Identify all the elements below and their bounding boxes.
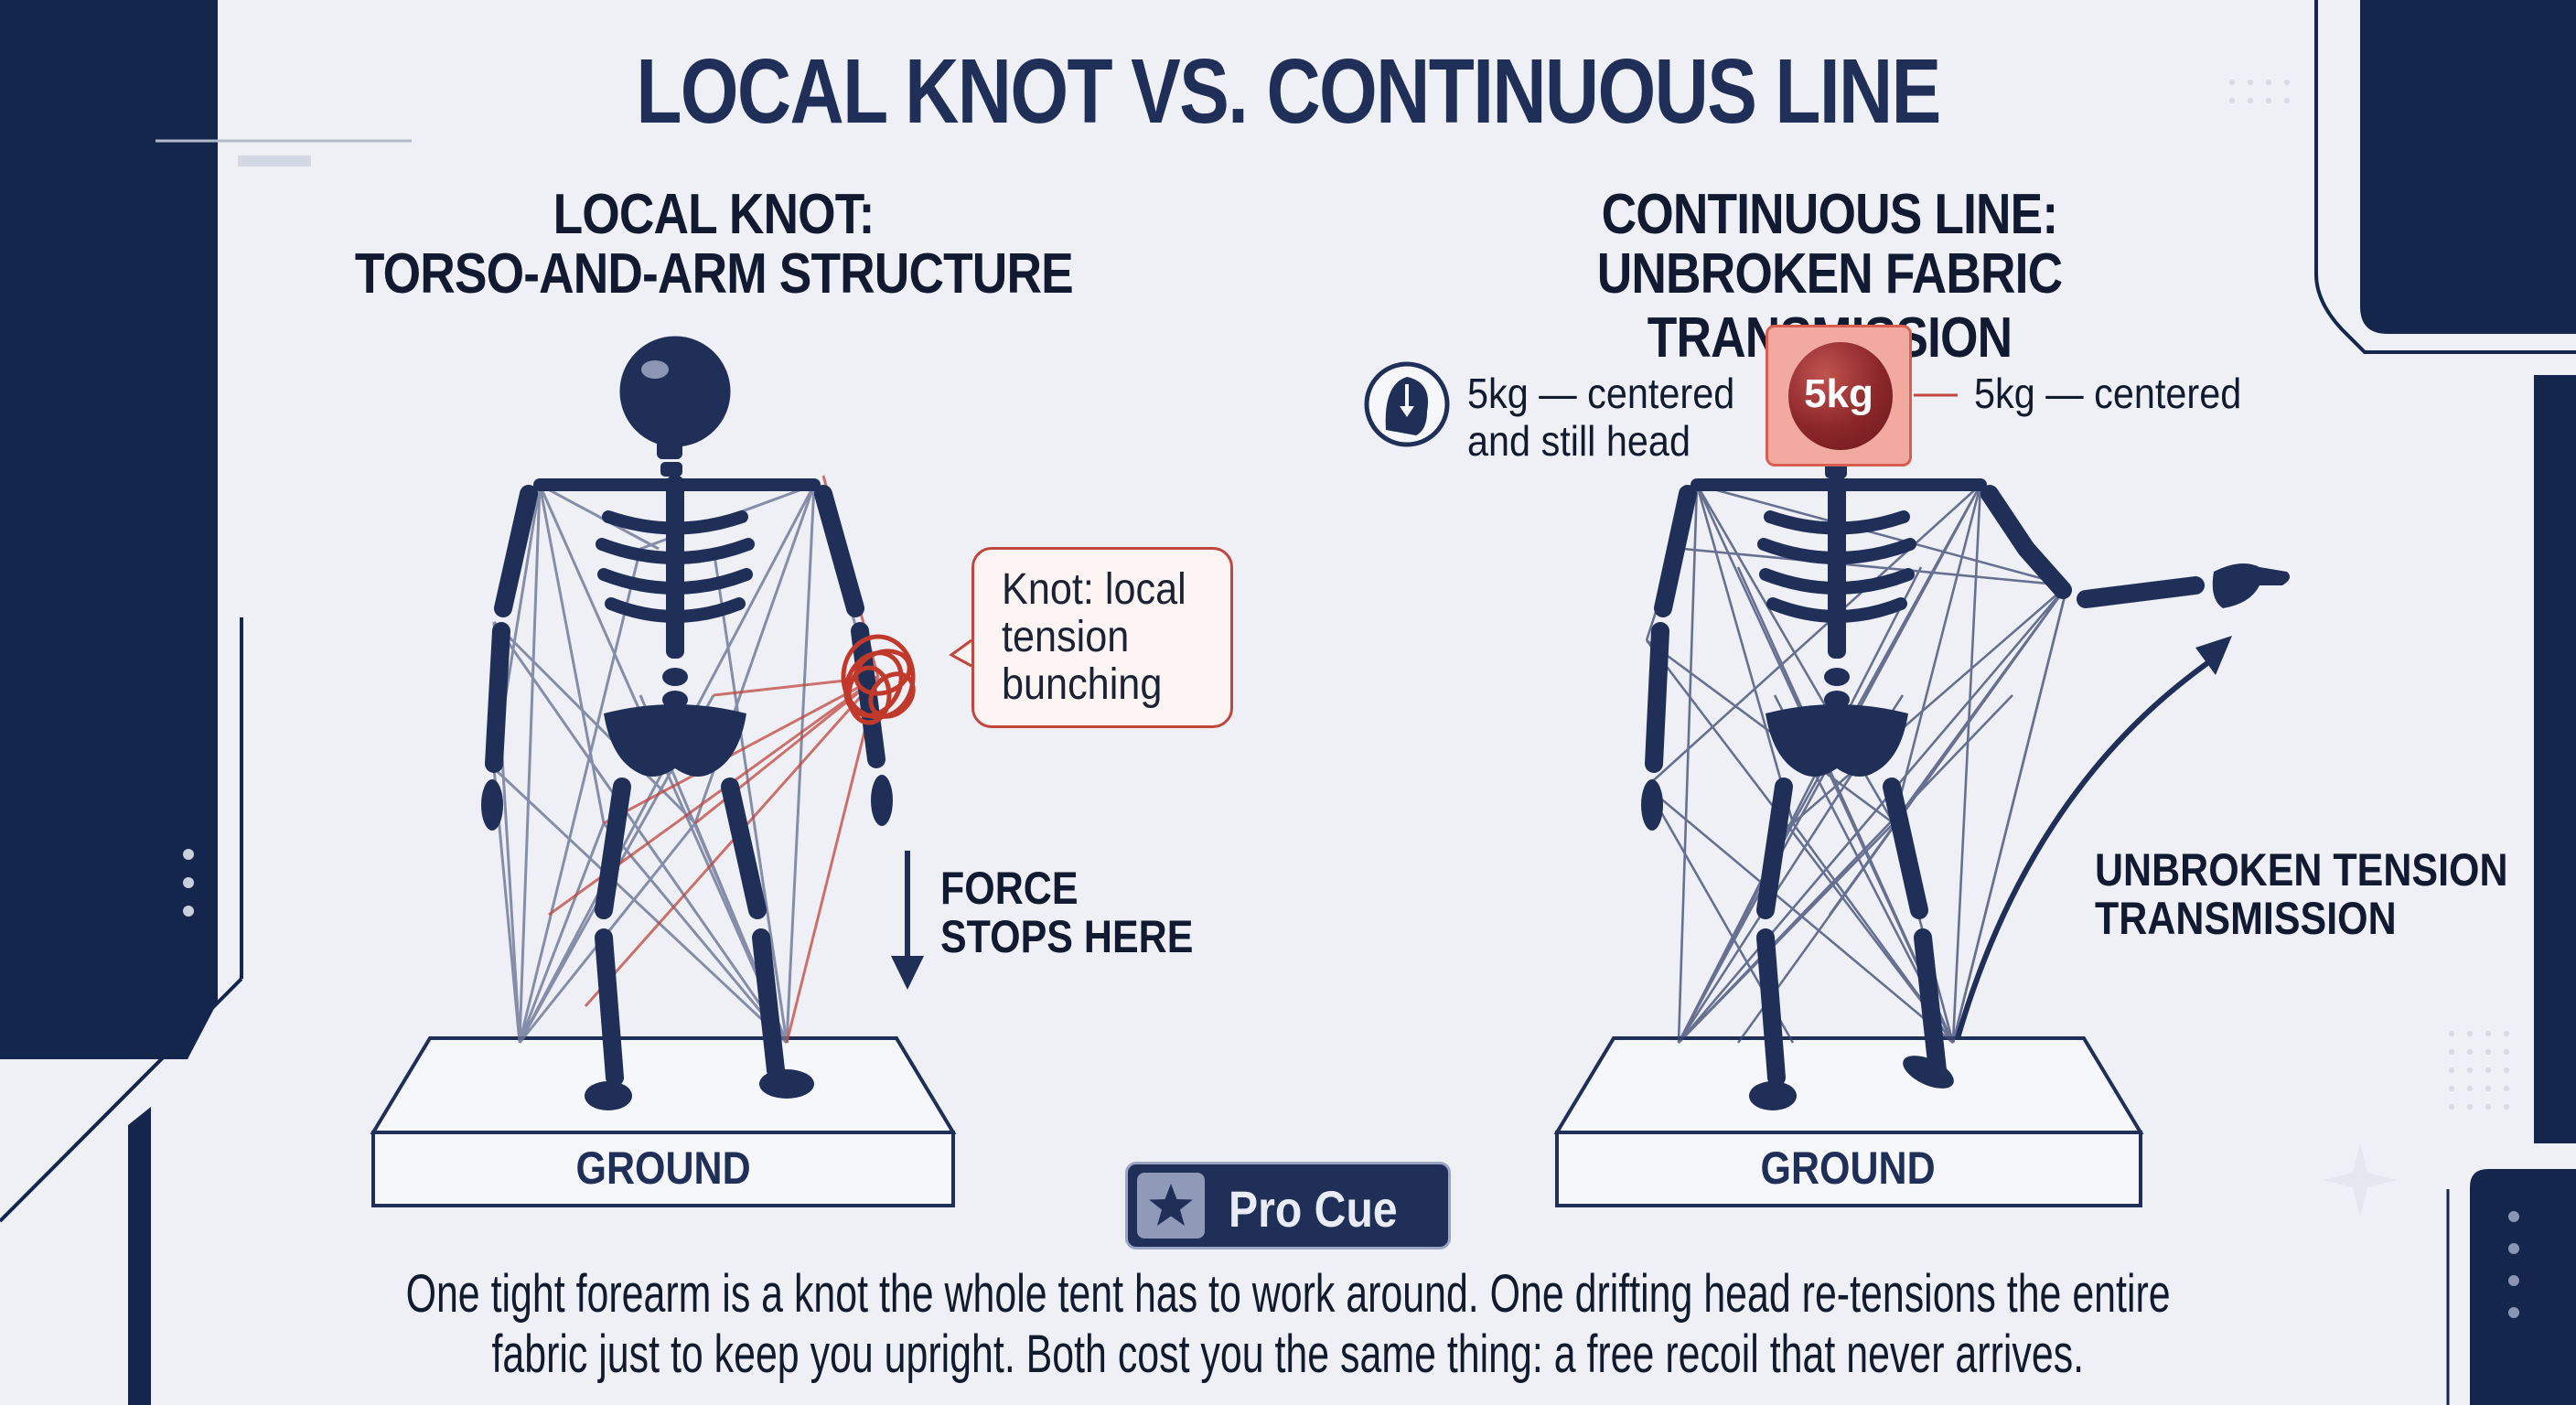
sparkle-icon — [2324, 1143, 2397, 1217]
right-bottom-navy-panel — [2470, 1169, 2576, 1405]
right-dot — [2508, 1307, 2519, 1318]
ground-label-left: GROUND — [575, 1142, 751, 1194]
pro-cue-badge: Pro Cue — [1125, 1162, 1451, 1249]
left-panel-subtitle: TORSO-AND-ARM STRUCTURE — [354, 242, 1074, 306]
right-top-navy-panel — [2360, 0, 2576, 334]
pelvis — [604, 704, 746, 777]
right-dot — [2508, 1243, 2519, 1254]
left-dot — [183, 906, 194, 917]
tension-label: UNBROKEN TENSION TRANSMISSION — [2095, 846, 2575, 943]
force-label-line: FORCE — [940, 863, 1079, 914]
top-left-rule-block — [238, 156, 311, 166]
star-icon — [1137, 1173, 1205, 1239]
right-panel-title: CONTINUOUS LINE: — [1601, 183, 2059, 246]
head-weight-icon — [1788, 342, 1893, 450]
knot-callout-line: bunching — [1002, 660, 1163, 709]
left-diagonal-line — [0, 977, 243, 1223]
body-text-line: fabric just to keep you upright. Both co… — [491, 1325, 2085, 1384]
left-dot — [183, 849, 194, 860]
right-dot — [2508, 1275, 2519, 1286]
skeleton-right — [1641, 462, 2291, 1110]
weight-badge: 5kg — [1766, 325, 1912, 467]
knot-lines — [548, 475, 880, 1044]
left-dot — [183, 877, 194, 888]
tension-label-line: TRANSMISSION — [2095, 893, 2397, 944]
weight-note: 5kg — centered — [1974, 370, 2271, 417]
down-arrow-icon — [891, 851, 924, 990]
head-note-line: 5kg — centered — [1467, 370, 1735, 417]
curved-arrow-icon — [1955, 636, 2232, 1039]
knot-callout-line: tension — [1002, 613, 1130, 661]
hand-icon — [2212, 563, 2291, 608]
knot-callout: Knot: local tension bunching — [971, 547, 1233, 728]
knot-tangle-icon — [841, 634, 916, 725]
callout-pointer — [949, 638, 972, 668]
skeleton-left — [481, 336, 893, 1110]
body-text-line: One tight forearm is a knot the whole te… — [405, 1264, 2171, 1324]
weight-badge-label: 5kg — [1804, 371, 1873, 416]
page-title: LOCAL KNOT VS. CONTINUOUS LINE — [636, 40, 1941, 143]
body-text: One tight forearm is a knot the whole te… — [0, 1264, 2576, 1385]
pelvis — [1766, 704, 1908, 777]
left-navy-panel — [0, 0, 218, 1059]
ground-label-right: GROUND — [1760, 1142, 1936, 1194]
weight-note-text: 5kg — centered — [1974, 370, 2242, 417]
force-label-line: STOPS HERE — [940, 911, 1194, 962]
ground-platform-right — [1553, 1036, 2144, 1207]
dot-grid — [2229, 80, 2509, 1110]
left-lower-navy-block — [128, 1107, 151, 1405]
right-dot — [2508, 1211, 2519, 1222]
tension-label-line: UNBROKEN TENSION — [2095, 844, 2508, 896]
right-mid-navy-strip — [2534, 375, 2576, 1143]
head-posture-icon — [1364, 361, 1450, 447]
knot-callout-line: Knot: local — [1002, 565, 1186, 614]
head-note-line: and still head — [1467, 417, 1690, 465]
ground-platform-left — [370, 1036, 957, 1207]
pro-cue-label: Pro Cue — [1229, 1180, 1398, 1238]
head-note: 5kg — centered and still head — [1467, 370, 1765, 465]
right-top-outline — [2314, 0, 2576, 354]
force-label: FORCE STOPS HERE — [940, 864, 1234, 961]
left-panel-title: LOCAL KNOT: — [553, 183, 875, 246]
